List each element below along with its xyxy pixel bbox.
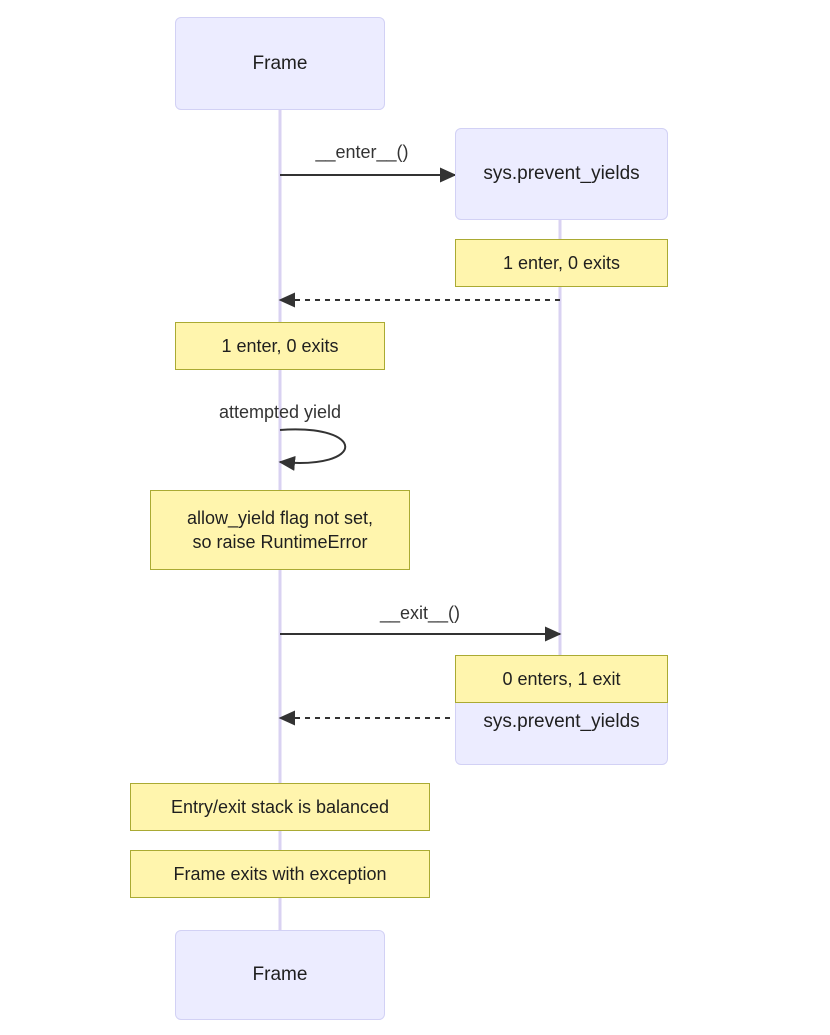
participant-label-sys-prevent-yields-bottom: sys.prevent_yields [483, 711, 640, 732]
participant-label-sys-prevent-yields-top: sys.prevent_yields [483, 163, 640, 185]
participant-box-sys-prevent-yields-top[interactable]: sys.prevent_yields [455, 128, 668, 220]
participant-label-frame-bottom: Frame [252, 964, 308, 986]
participant-box-frame-bottom[interactable]: Frame [175, 930, 385, 1020]
note-sys-exit-count-text: 0 enters, 1 exit [502, 668, 621, 689]
message-label-enter-call: __enter__() [315, 142, 409, 162]
note-frame-enter-count-text: 1 enter, 0 exits [221, 335, 339, 356]
note-runtimeerror[interactable]: allow_yield flag not set, so raise Runti… [150, 490, 410, 570]
message-arrow-attempted-yield-self-loop [278, 428, 346, 471]
note-sys-enter-count-text: 1 enter, 0 exits [502, 252, 621, 273]
message-label-exit-call: __exit__() [379, 603, 461, 623]
messages-group [278, 167, 562, 726]
participant-box-frame-top[interactable]: Frame [175, 17, 385, 110]
note-stack-balanced-text: Entry/exit stack is balanced [170, 796, 390, 817]
note-frame-exits-exception[interactable]: Frame exits with exception [130, 850, 430, 898]
note-sys-enter-count[interactable]: 1 enter, 0 exits [455, 239, 668, 287]
note-stack-balanced[interactable]: Entry/exit stack is balanced [130, 783, 430, 831]
note-frame-enter-count[interactable]: 1 enter, 0 exits [175, 322, 385, 370]
message-label-attempted-yield: attempted yield [218, 402, 342, 422]
note-sys-exit-count[interactable]: 0 enters, 1 exit [455, 655, 668, 703]
note-frame-exits-exception-text: Frame exits with exception [173, 863, 387, 884]
note-runtimeerror-text: allow_yield flag not set, so raise Runti… [186, 507, 374, 552]
participant-label-frame-top: Frame [252, 52, 308, 74]
